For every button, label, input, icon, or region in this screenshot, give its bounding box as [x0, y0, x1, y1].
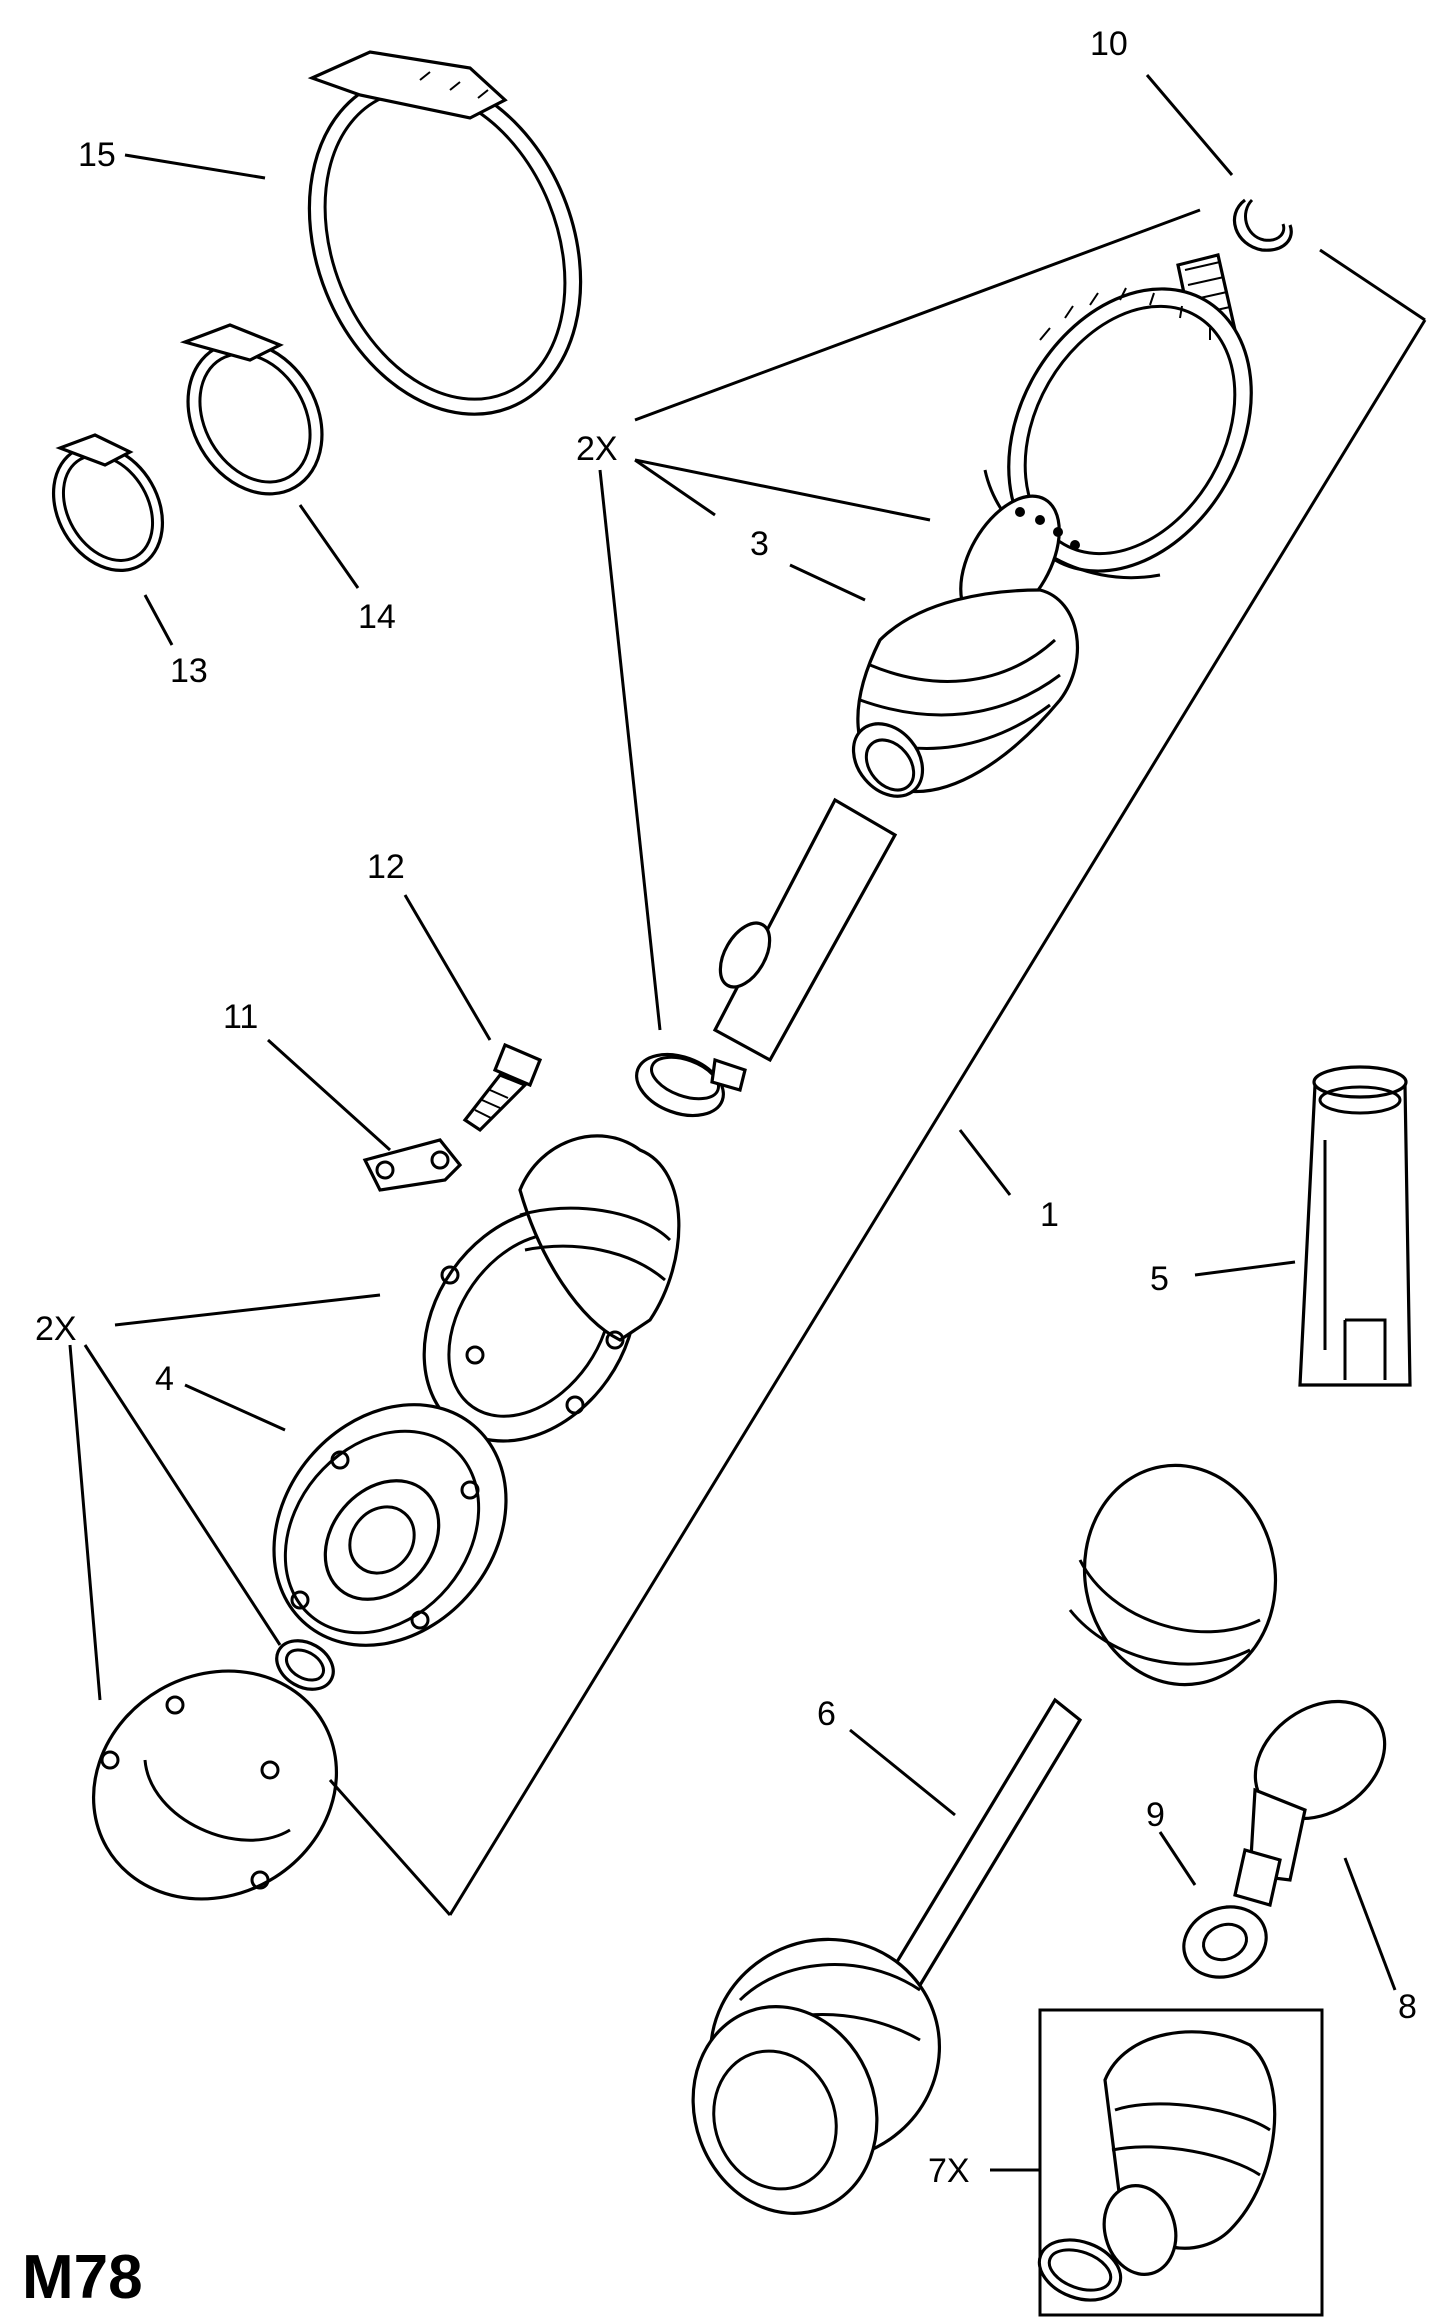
callout-10: 10	[1090, 25, 1128, 63]
callout-8: 8	[1398, 1988, 1417, 2026]
part-8-outer-joint	[1233, 1699, 1387, 1908]
callout-12: 12	[367, 848, 405, 886]
callout-14: 14	[358, 598, 396, 636]
callout-9: 9	[1146, 1796, 1165, 1834]
callout-1: 1	[1040, 1196, 1059, 1234]
part-9-seal	[1182, 1905, 1268, 1979]
callout-5: 5	[1150, 1260, 1169, 1298]
part-15-large-clamp	[307, 50, 583, 416]
part-6-complete-shaft	[691, 1463, 1278, 2215]
callout-13: 13	[170, 652, 208, 690]
part-inner-joint-boot	[422, 1134, 681, 1443]
part-7x-boot-kit	[1037, 2008, 1324, 2317]
part-3-outer-joint-assembly	[851, 253, 1253, 798]
callout-2x-left: 2X	[35, 1310, 77, 1348]
callout-7x: 7X	[928, 2152, 970, 2190]
callout-4: 4	[155, 1360, 174, 1398]
callout-2x-top: 2X	[576, 430, 618, 468]
part-shaft-clamp	[635, 1052, 747, 1118]
part-5-grease-tube	[1298, 1065, 1412, 1387]
callout-15: 15	[78, 136, 116, 174]
callout-6: 6	[817, 1695, 836, 1733]
part-14-medium-clamp	[179, 323, 324, 496]
leader-lines	[68, 74, 1427, 2172]
part-4-cv-joint	[272, 1403, 508, 1647]
part-joint-cover	[91, 1669, 339, 1901]
part-12-bolt	[462, 1042, 543, 1133]
diagram-code: M78	[22, 2243, 143, 2312]
callout-3: 3	[750, 525, 769, 563]
part-circlip-lower	[275, 1639, 335, 1691]
part-10-circlip	[1232, 198, 1293, 252]
part-1-drive-shaft	[712, 797, 898, 1063]
part-13-small-clamp	[51, 433, 165, 572]
part-11-lock-plate	[362, 1138, 463, 1192]
callout-11: 11	[223, 998, 258, 1036]
